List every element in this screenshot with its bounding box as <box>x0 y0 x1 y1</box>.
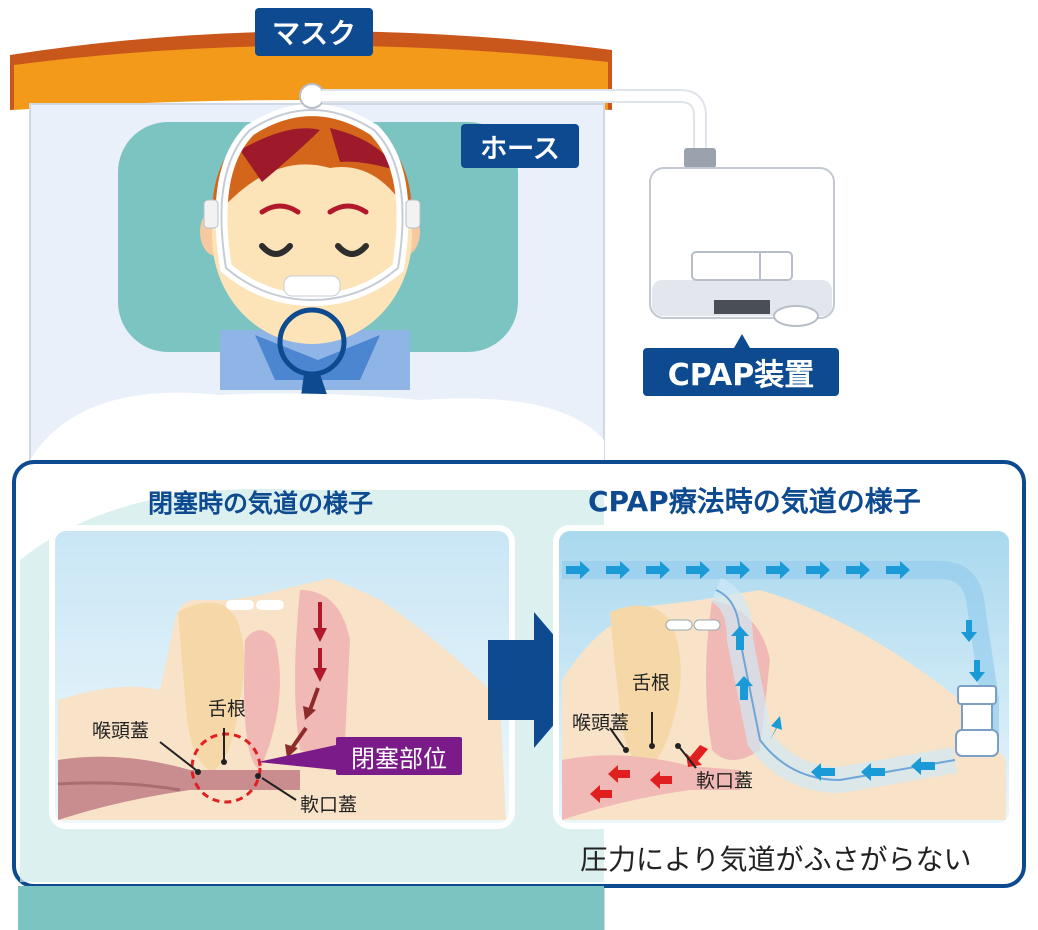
transition-arrow <box>488 612 592 748</box>
epiglottis-label-right: 喉頭蓋 <box>572 712 630 734</box>
panel-cpap <box>553 525 1015 829</box>
soft-palate-label-right: 軟口蓋 <box>696 770 754 792</box>
tongue-root-label-right: 舌根 <box>632 672 671 694</box>
epiglottis-label-left: 喉頭蓋 <box>92 720 150 742</box>
hose-label: ホース <box>461 124 579 168</box>
tongue-root-label-left: 舌根 <box>208 698 247 720</box>
mask-label: マスク <box>255 8 373 56</box>
obstructed-airway-title: 閉塞時の気道の様子 <box>148 489 374 518</box>
panel-obstructed <box>49 525 515 829</box>
hose <box>322 89 716 168</box>
cpap-airway-title: CPAP療法時の気道の様子 <box>588 485 921 518</box>
airflow-arrows <box>566 561 985 781</box>
cpap-device-label: CPAP装置 <box>643 348 839 396</box>
blockage-site-label: 閉塞部位 <box>336 737 462 775</box>
cpap-caption: 圧力により気道がふさがらない <box>580 843 972 876</box>
mask-headgear <box>203 83 421 307</box>
cpap-device <box>649 167 835 348</box>
soft-palate-label-left: 軟口蓋 <box>300 794 358 816</box>
bed-footer <box>18 886 604 930</box>
